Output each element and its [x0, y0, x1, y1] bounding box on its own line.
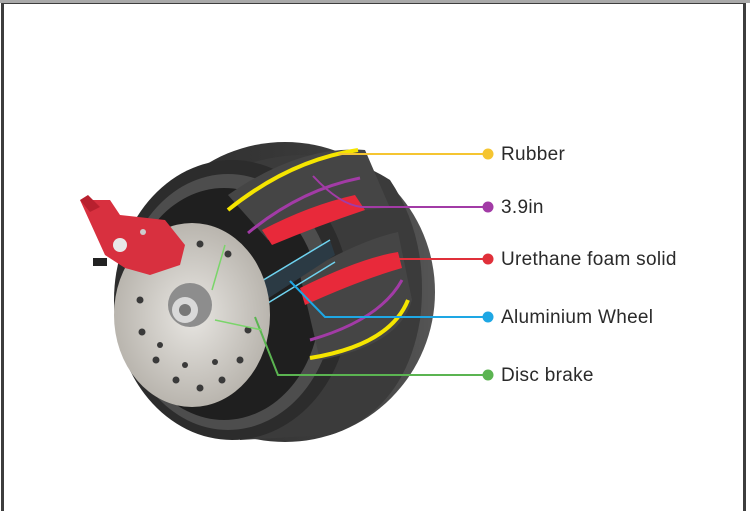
callout-disc-brake: Disc brake	[501, 365, 594, 386]
callout-rubber: Rubber	[501, 144, 566, 165]
disc-brake-dot	[482, 369, 494, 381]
callout-dots	[482, 148, 494, 381]
foam-dot	[482, 253, 494, 265]
callout-urethane-foam: Urethane foam solid	[501, 249, 677, 270]
aluminium-dot	[482, 311, 494, 323]
rubber-dot	[482, 148, 494, 160]
window-top-bar	[0, 0, 750, 3]
callout-aluminium-wheel: Aluminium Wheel	[501, 307, 654, 328]
callout-width: 3.9in	[501, 197, 544, 218]
brake-caliper	[80, 195, 185, 275]
tire-cutaway-upper	[226, 148, 390, 245]
callout-lines	[211, 153, 486, 376]
width-dot	[482, 201, 494, 213]
window-frame	[1, 3, 746, 511]
tire-cutaway-lower	[300, 232, 412, 360]
